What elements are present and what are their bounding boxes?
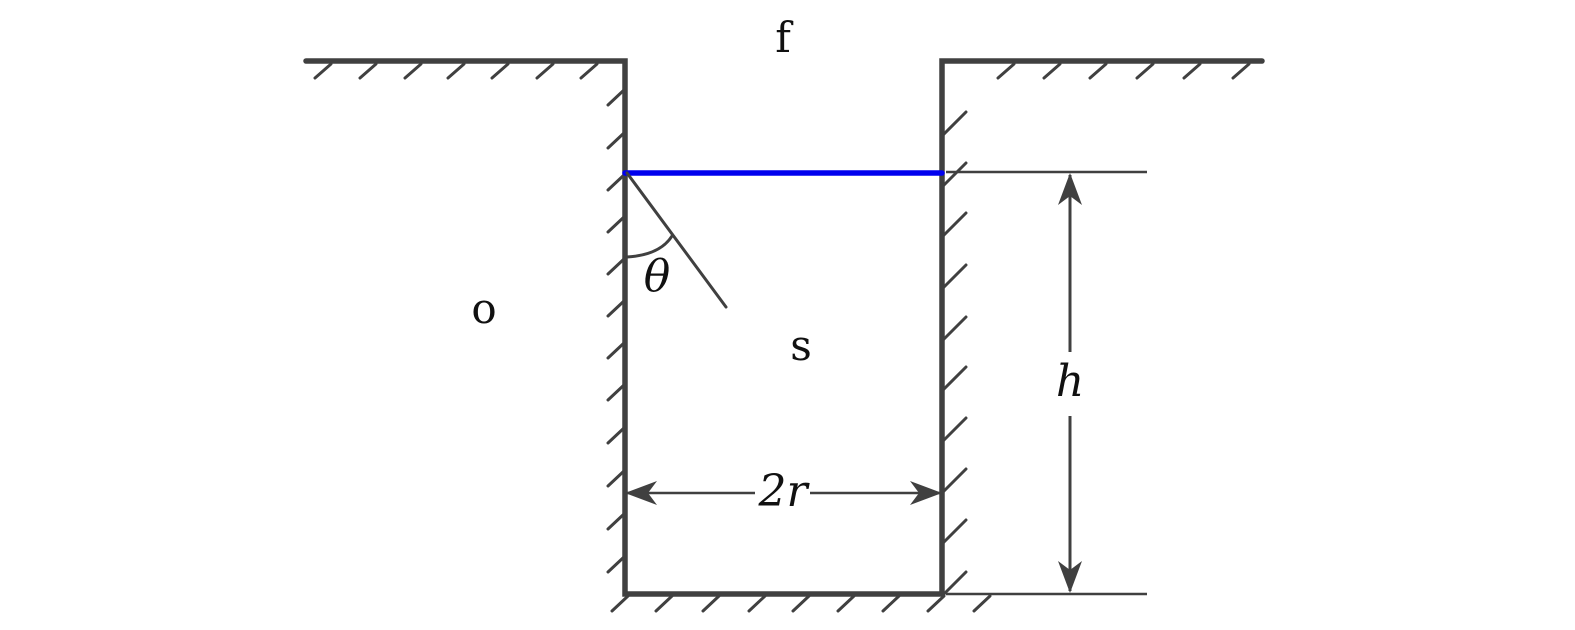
contact-angle-arc: [625, 234, 674, 259]
label-contact-angle: θ: [644, 251, 671, 302]
label-height: h: [1056, 356, 1084, 407]
hatch-bottom: [610, 594, 992, 613]
contact-angle-tangent: [625, 171, 728, 309]
hatch-top-left: [313, 62, 599, 80]
hatch-right-wall: [941, 110, 968, 597]
label-inner-region: s: [790, 321, 812, 370]
hatch-top-right: [996, 62, 1251, 80]
label-width: 2r: [757, 466, 810, 517]
hatch-left-wall: [606, 88, 626, 574]
channel-walls: [303, 58, 1265, 597]
label-left-region: o: [471, 284, 496, 333]
label-top-region: f: [775, 13, 794, 62]
ground-hatching: [313, 62, 1251, 613]
